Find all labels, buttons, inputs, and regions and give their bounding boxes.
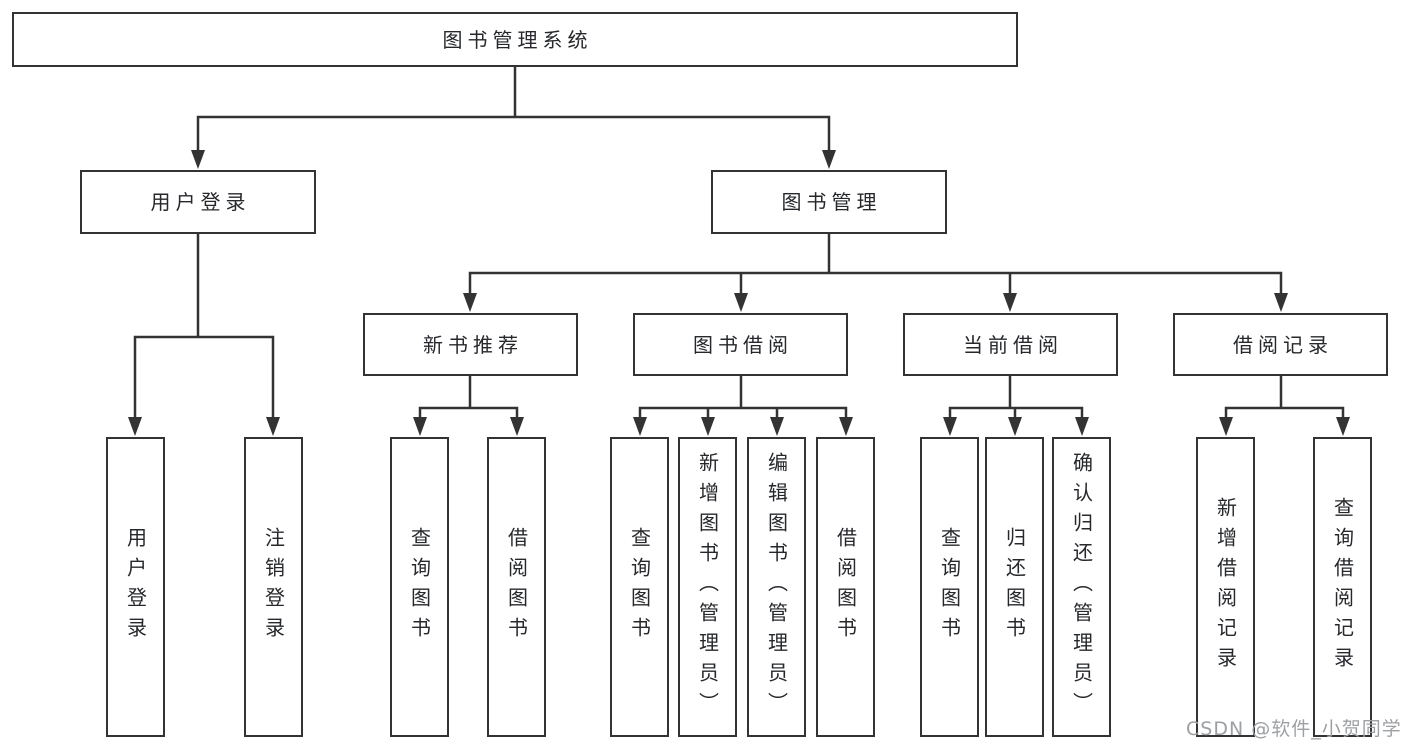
node-new-book-recommend-label: 新书推荐 [423,332,523,357]
leaf-borrow-query-book-label: 查询图书 [627,527,652,647]
node-borrow-record: 借阅记录 [1173,313,1388,376]
leaf-confirm-return-admin: 确认归还（管理员） [1052,437,1111,737]
node-root-label: 图书管理系统 [442,27,593,52]
leaf-current-query-book: 查询图书 [920,437,979,737]
leaf-borrow-query-book: 查询图书 [610,437,669,737]
leaf-user-login: 用户登录 [106,437,165,737]
node-root: 图书管理系统 [12,12,1018,67]
leaf-recommend-borrow-book: 借阅图书 [487,437,546,737]
leaf-query-borrow-record: 查询借阅记录 [1313,437,1372,737]
node-current-borrow-label: 当前借阅 [963,332,1063,357]
leaf-add-borrow-record-label: 新增借阅记录 [1213,497,1238,677]
node-current-borrow: 当前借阅 [903,313,1118,376]
leaf-recommend-borrow-book-label: 借阅图书 [504,527,529,647]
leaf-add-borrow-record: 新增借阅记录 [1196,437,1255,737]
leaf-edit-book-admin-label: 编辑图书（管理员） [764,452,789,722]
leaf-current-query-book-label: 查询图书 [937,527,962,647]
node-new-book-recommend: 新书推荐 [363,313,578,376]
leaf-query-borrow-record-label: 查询借阅记录 [1330,497,1355,677]
node-user-login-label: 用户登录 [150,190,251,214]
node-book-borrow: 图书借阅 [633,313,848,376]
leaf-add-book-admin: 新增图书（管理员） [678,437,737,737]
node-borrow-record-label: 借阅记录 [1233,332,1333,357]
node-book-management-label: 图书管理 [781,190,882,214]
leaf-logout-label: 注销登录 [261,527,286,647]
leaf-edit-book-admin: 编辑图书（管理员） [747,437,806,737]
leaf-recommend-query-book-label: 查询图书 [407,527,432,647]
leaf-add-book-admin-label: 新增图书（管理员） [695,452,720,722]
node-book-borrow-label: 图书借阅 [693,332,793,357]
leaf-confirm-return-admin-label: 确认归还（管理员） [1069,452,1094,722]
node-user-login: 用户登录 [80,170,316,234]
leaf-user-login-label: 用户登录 [123,527,148,647]
leaf-logout: 注销登录 [244,437,303,737]
leaf-return-book: 归还图书 [985,437,1044,737]
leaf-borrow-book: 借阅图书 [816,437,875,737]
leaf-recommend-query-book: 查询图书 [390,437,449,737]
csdn-watermark: CSDN @软件_小贺同学 [1186,718,1402,740]
leaf-borrow-book-label: 借阅图书 [833,527,858,647]
leaf-return-book-label: 归还图书 [1002,527,1027,647]
node-book-management: 图书管理 [711,170,947,234]
